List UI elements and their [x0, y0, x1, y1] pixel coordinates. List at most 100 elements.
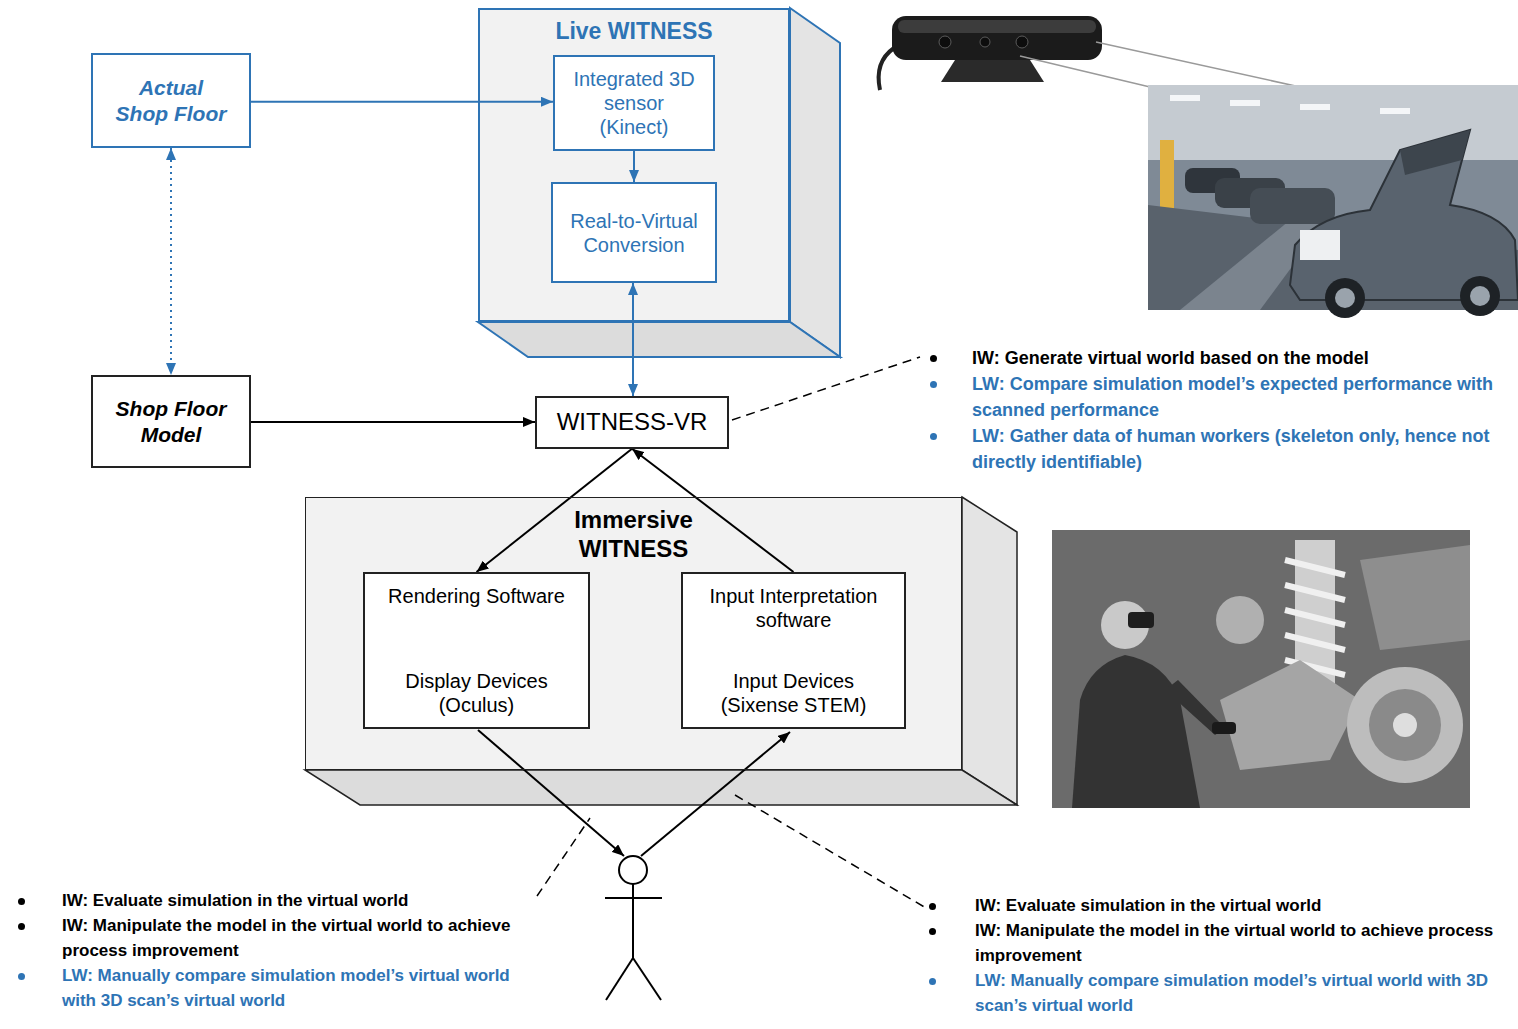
note-text: IW: Manipulate the model in the virtual …	[975, 918, 1515, 968]
kinect-lens	[980, 37, 990, 47]
note-text: IW: Generate virtual world based on the …	[972, 345, 1514, 371]
ceiling-light	[1230, 100, 1260, 106]
windscreen-sheet	[1300, 230, 1340, 260]
bullet-item: LW: Compare simulation model’s expected …	[926, 371, 1514, 423]
main-car	[1290, 130, 1518, 300]
bullet-item: IW: Evaluate simulation in the virtual w…	[12, 888, 532, 913]
side-face	[962, 497, 1017, 805]
system-frame: Live WITNESS Integrated 3D sensor (Kinect…	[478, 8, 790, 322]
system-frame: Immersive WITNESS Rendering SoftwareDispl…	[305, 497, 962, 770]
bullet-list: IW: Evaluate simulation in the virtual w…	[925, 893, 1515, 1018]
view-line	[1020, 56, 1150, 87]
bullet-dot	[930, 433, 937, 440]
wheel-hub	[1470, 286, 1490, 306]
spring-coils	[1285, 560, 1345, 675]
bullet-list: IW: Evaluate simulation in the virtual w…	[12, 888, 532, 1013]
bullet-dot	[929, 978, 936, 985]
box-text: Input Devices (Sixense STEM)	[695, 669, 892, 717]
component-box: Rendering SoftwareDisplay Devices (Oculu…	[363, 572, 590, 729]
bullet-dot	[18, 923, 25, 930]
engine-part	[1220, 660, 1360, 770]
bullet-item: IW: Manipulate the model in the virtual …	[925, 918, 1515, 968]
note-text: IW: Evaluate simulation in the virtual w…	[62, 888, 532, 913]
wheel	[1325, 278, 1365, 318]
connector-arrow	[251, 421, 535, 423]
kinect-lens	[1016, 36, 1028, 48]
controller	[1212, 722, 1236, 734]
connector-arrow	[633, 151, 635, 182]
kinect-illustration	[879, 16, 1300, 90]
bottom-face	[478, 322, 840, 357]
frame-title: Live WITNESS	[555, 18, 712, 46]
person-body	[1072, 655, 1200, 808]
engine-part	[1360, 545, 1470, 650]
user-figure	[605, 856, 662, 1000]
brake-disc	[1347, 667, 1463, 783]
view-line	[1096, 42, 1300, 87]
box-text: Display Devices (Oculus)	[377, 669, 576, 717]
figure-leg	[606, 958, 633, 1000]
connector-arrow	[251, 101, 553, 103]
figure-body	[632, 884, 634, 958]
far-car	[1250, 188, 1335, 224]
leader-line	[732, 357, 920, 420]
input-arrow	[641, 732, 790, 856]
pulley	[1216, 596, 1264, 644]
hub-center	[1393, 713, 1417, 737]
bullet-item: IW: Manipulate the model in the virtual …	[12, 913, 532, 963]
kinect-body	[892, 16, 1102, 60]
box-text: Rendering Software	[388, 584, 565, 608]
box-text: Actual Shop Floor	[111, 75, 231, 125]
bullet-item: LW: Manually compare simulation model’s …	[925, 968, 1515, 1018]
kinect-lens	[939, 36, 951, 48]
box-text: Integrated 3D sensor (Kinect)	[572, 67, 697, 139]
note-text: LW: Manually compare simulation model’s …	[975, 968, 1515, 1018]
photo-ground	[1052, 530, 1470, 808]
display-arrow	[478, 730, 624, 856]
box-text: Real-to-Virtual Conversion	[569, 209, 699, 257]
connector-arrow	[170, 148, 172, 375]
leader-line	[537, 818, 590, 896]
wheel-hub	[1335, 288, 1355, 308]
process-box: Real-to-Virtual Conversion	[551, 182, 717, 283]
bullet-dot	[929, 903, 936, 910]
immersive-witness-extrusion	[305, 497, 1017, 805]
source-box: Actual Shop Floor	[91, 53, 251, 148]
bullet-item: IW: Generate virtual world based on the …	[926, 345, 1514, 371]
live-witness-extrusion	[478, 8, 840, 357]
bullet-dot	[930, 355, 937, 362]
note-text: LW: Gather data of human workers (skelet…	[972, 423, 1514, 475]
kinect-stand	[941, 60, 1044, 82]
bullet-item: LW: Manually compare simulation model’s …	[12, 963, 532, 1013]
bullet-item: IW: Evaluate simulation in the virtual w…	[925, 893, 1515, 918]
note-text: LW: Manually compare simulation model’s …	[62, 963, 532, 1013]
bullet-dot	[18, 898, 25, 905]
brake-hub	[1369, 689, 1441, 761]
box-text: WITNESS-VR	[557, 408, 708, 437]
ceiling-light	[1300, 104, 1330, 110]
bullet-dot	[930, 381, 937, 388]
frame-title: Immersive WITNESS	[546, 506, 721, 564]
ceiling-light	[1170, 95, 1200, 101]
bullet-list: IW: Generate virtual world based on the …	[926, 345, 1514, 475]
ceiling-light	[1380, 108, 1410, 114]
process-box: Integrated 3D sensor (Kinect)	[553, 55, 715, 151]
vr-photo	[1052, 530, 1470, 808]
kinect-cable	[879, 48, 894, 90]
side-face	[790, 8, 840, 357]
front-face	[305, 497, 962, 770]
process-box: WITNESS-VR	[535, 396, 729, 449]
open-hood	[1400, 130, 1470, 175]
photo-ground	[1148, 85, 1518, 310]
headset	[1128, 612, 1154, 628]
bottom-face	[305, 770, 1017, 805]
kinect-highlight	[898, 20, 1096, 33]
model-box: Shop Floor Model	[91, 375, 251, 468]
box-text: Input Interpretation software	[695, 584, 892, 632]
note-text: IW: Evaluate simulation in the virtual w…	[975, 893, 1515, 918]
front-face	[478, 8, 790, 322]
note-text: IW: Manipulate the model in the virtual …	[62, 913, 532, 963]
bullet-dot	[929, 928, 936, 935]
